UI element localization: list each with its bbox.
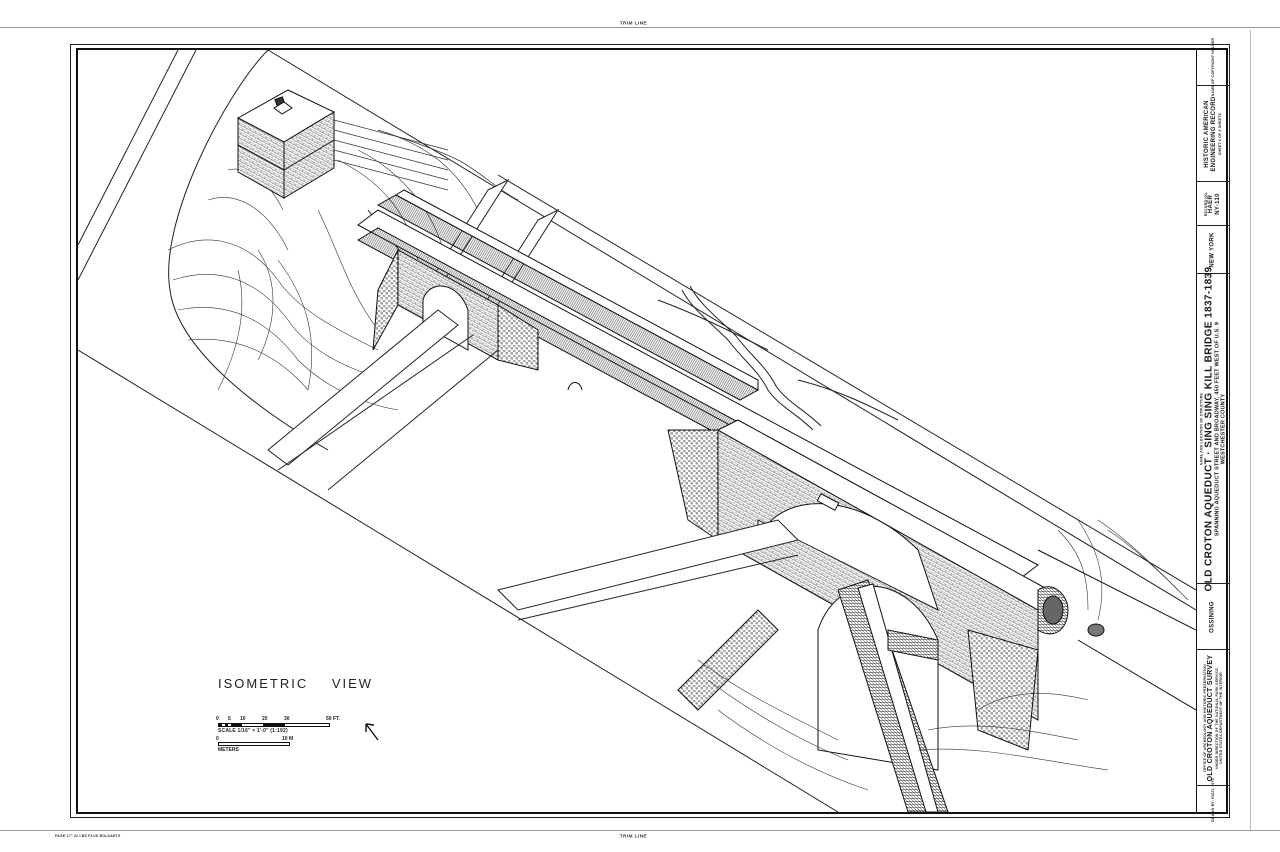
- survey-line2: UNITED STATES DEPARTMENT OF THE INTERIOR: [1219, 671, 1223, 764]
- scale-feet-ticks: 0 5 10 20 30 50 FT.: [216, 716, 356, 722]
- city-name: OSSINING: [1209, 600, 1216, 633]
- record-line1: HAER: [1208, 194, 1214, 213]
- meters-caption: METERS: [218, 747, 239, 753]
- hill-contours-left: [167, 129, 479, 411]
- state-name: NEW YORK: [1209, 231, 1216, 268]
- paper-note: PAGE 17" 22 LBS PLUS BOLDARTS: [55, 834, 121, 838]
- graphic-scale: 0 5 10 20 30 50 FT. SCALE 1/16" = 1'-0" …: [216, 716, 366, 756]
- tb-record-cell: RECORD NO. HAER NY-110: [1197, 182, 1229, 226]
- drawn-by: DRAWN BY: RIZZI, 1975: [1211, 778, 1215, 822]
- north-arrow-icon: [365, 723, 379, 741]
- scale-bar-meters: [218, 742, 290, 746]
- scale-caption: SCALE 1/16" = 1'-0" (1:192): [218, 728, 288, 734]
- stream: [657, 285, 899, 431]
- tb-agency-cell: HISTORIC AMERICAN ENGINEERING RECORD SHE…: [1197, 86, 1229, 182]
- tb-state-cell: NEW YORK: [1197, 226, 1229, 274]
- survey-name: OLD CROTON AQUEDUCT SURVEY: [1207, 654, 1214, 781]
- hill-contours-lower: [697, 659, 1109, 791]
- agency-line2: ENGINEERING RECORD: [1211, 95, 1217, 172]
- trim-line-label-top: TRIM LINE: [619, 19, 647, 26]
- scale-bar-feet: [218, 723, 330, 727]
- record-block: RECORD NO. HAER NY-110: [1204, 191, 1222, 215]
- agency-block: HISTORIC AMERICAN ENGINEERING RECORD SHE…: [1204, 96, 1222, 171]
- culvert-arch: [567, 382, 583, 391]
- tb-city-cell: OSSINING: [1197, 584, 1229, 650]
- tunnel-portal: [1037, 549, 1196, 711]
- scale-tick: 20: [262, 716, 268, 722]
- hill-contours-right: [1057, 519, 1189, 621]
- scale-tick: 0: [216, 716, 219, 722]
- road-upper-left: [78, 50, 197, 281]
- sheet-edge: [1250, 30, 1251, 830]
- trim-line-label-bottom: TRIM LINE: [619, 832, 647, 839]
- tb-drawn-cell: DRAWN BY: RIZZI, 1975: [1197, 778, 1229, 822]
- scale-tick: 10 M: [282, 736, 294, 742]
- scale-meter-ticks: 0 10 M: [216, 736, 296, 742]
- tb-structure-cell: NAME AND LOCATION OF STRUCTURE OLD CROTO…: [1197, 266, 1229, 591]
- scale-tick: 30: [284, 716, 290, 722]
- outer-border: [70, 44, 1230, 818]
- scale-tick: 50 FT.: [326, 716, 340, 722]
- cross-road-lower: [497, 519, 799, 621]
- view-title: ISOMETRIC VIEW: [218, 676, 374, 691]
- title-block: NAME OF COPYRIGHT HOLDER HISTORIC AMERIC…: [1196, 37, 1229, 822]
- valve-house: [236, 89, 336, 199]
- retaining-lines: [333, 119, 519, 201]
- lower-channel: [677, 579, 949, 812]
- survey-block: OFFICE OF ARCHEOLOGY AND HISTORIC PRESER…: [1203, 654, 1223, 781]
- scale-tick: 5: [228, 716, 231, 722]
- trim-line-top: [0, 27, 1280, 28]
- scale-tick: 0: [216, 736, 219, 742]
- sheet-number: SHEET 4 OF 4 SHEETS: [1218, 112, 1222, 155]
- trim-line-bottom: [0, 830, 1280, 831]
- tb-survey-cell: OFFICE OF ARCHEOLOGY AND HISTORIC PRESER…: [1197, 650, 1229, 786]
- tb-copyright-cell: NAME OF COPYRIGHT HOLDER: [1197, 37, 1229, 96]
- structure-block: NAME AND LOCATION OF STRUCTURE OLD CROTO…: [1200, 266, 1227, 591]
- isometric-drawing: [78, 50, 1196, 812]
- road-lower-left: [267, 309, 499, 491]
- structure-location-2: WESTCHESTER COUNTY: [1220, 393, 1227, 464]
- drawing-border: [76, 48, 1228, 814]
- structure-name: OLD CROTON AQUEDUCT · SING SING KILL BRI…: [1203, 266, 1215, 591]
- scale-tick: 10: [240, 716, 246, 722]
- record-line2: NY-110: [1215, 192, 1221, 215]
- agency-line1: HISTORIC AMERICAN: [1204, 99, 1210, 168]
- aqueduct-deck: [356, 189, 1039, 581]
